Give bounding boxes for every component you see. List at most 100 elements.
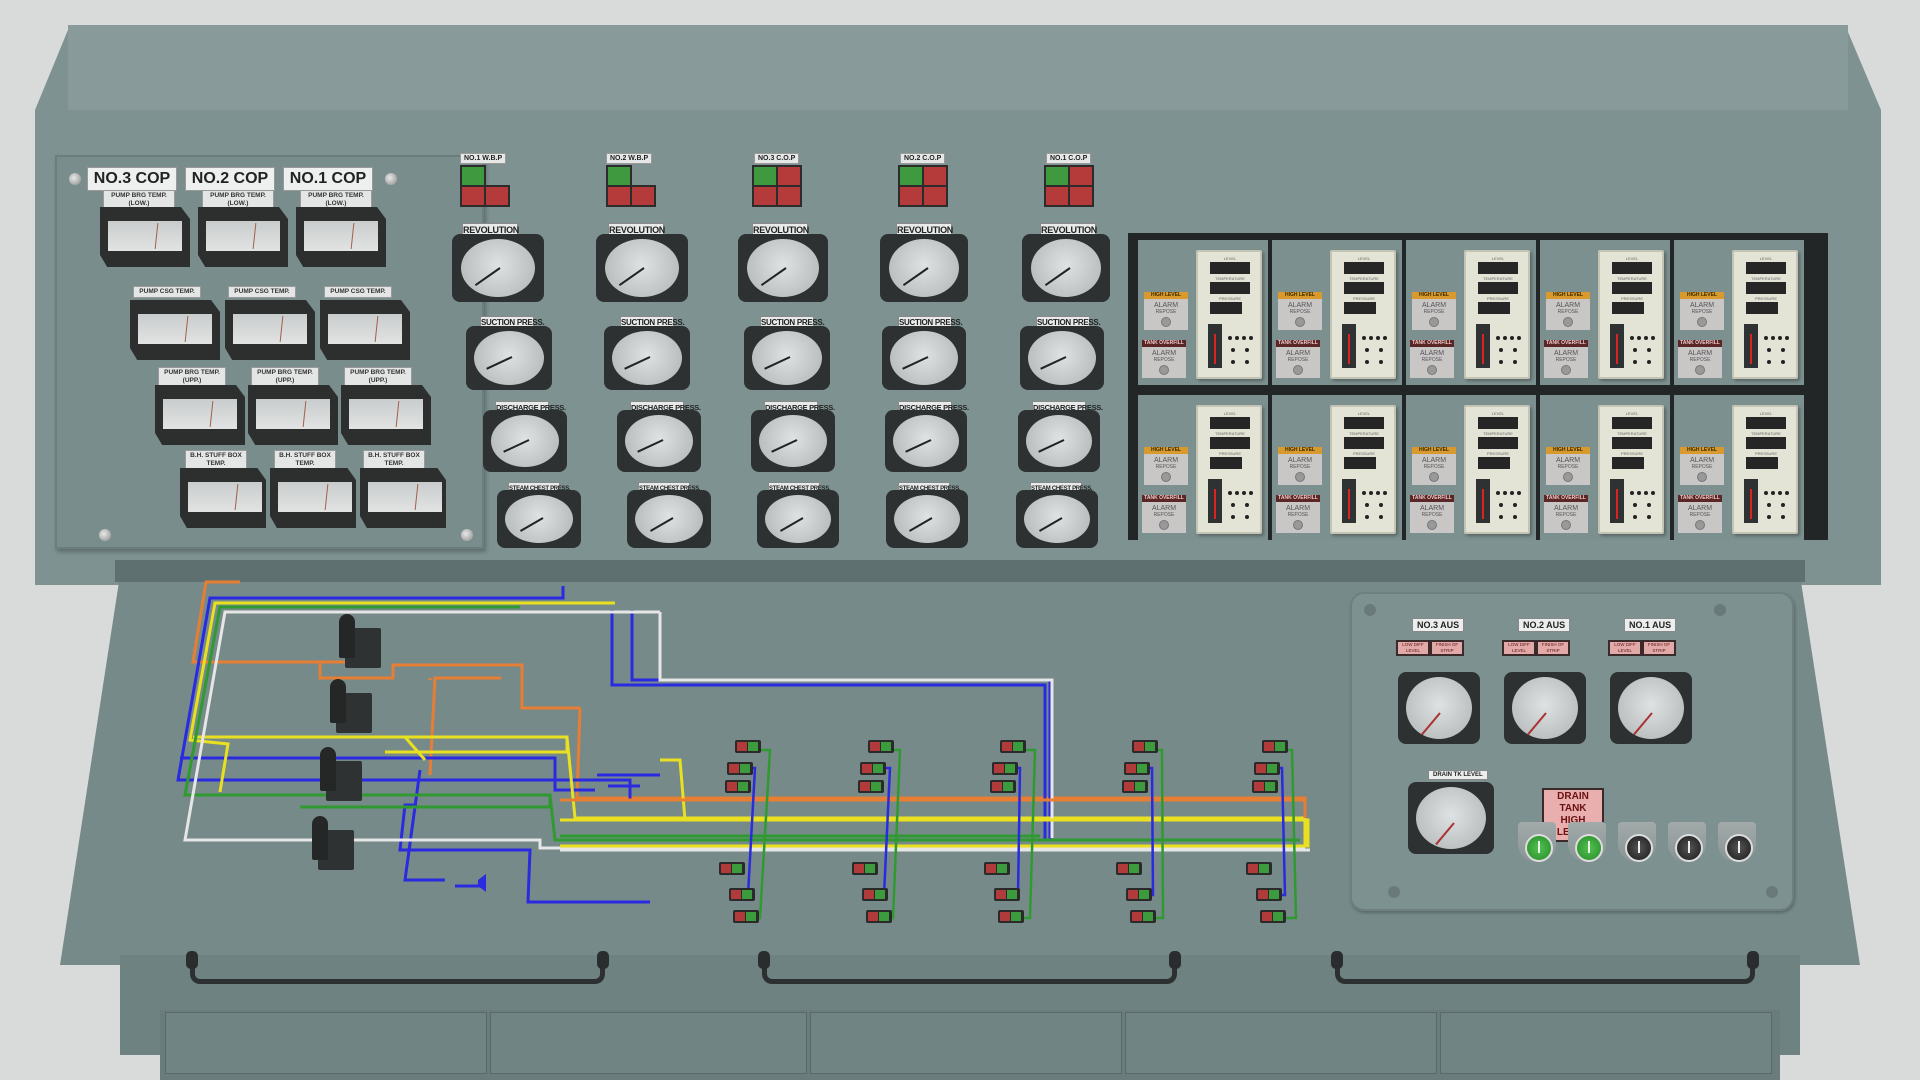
tank-level-display: LEVEL TEMPERATURE PRESSURE: [1464, 405, 1530, 534]
start-stop-switch[interactable]: [868, 740, 894, 753]
start-stop-switch[interactable]: [733, 910, 759, 923]
start-stop-switch[interactable]: [1132, 740, 1158, 753]
start-stop-switch[interactable]: [1256, 888, 1282, 901]
tank-monitor-cell: HIGH LEVEL ALARM REPOSE TANK OVERFILL AL…: [1406, 240, 1536, 385]
edgewise-temp-meter: [130, 300, 220, 360]
start-stop-switch[interactable]: [994, 888, 1020, 901]
repose-knob[interactable]: [1161, 317, 1171, 327]
alarm-lamp[interactable]: [776, 185, 802, 207]
alarm-lamp[interactable]: [630, 185, 656, 207]
level-bargraph: [1342, 479, 1356, 523]
start-stop-switch[interactable]: [998, 910, 1024, 923]
repose-knob[interactable]: [1561, 520, 1571, 530]
tank-overfill-alarm-card: TANK OVERFILL ALARM REPOSE: [1142, 340, 1186, 378]
tank-monitor-cell: HIGH LEVEL ALARM REPOSE TANK OVERFILL AL…: [1138, 395, 1268, 540]
start-stop-switch[interactable]: [1262, 740, 1288, 753]
repose-knob[interactable]: [1293, 520, 1303, 530]
start-stop-switch[interactable]: [1000, 740, 1026, 753]
start-stop-switch[interactable]: [1260, 910, 1286, 923]
repose-knob[interactable]: [1695, 520, 1705, 530]
start-stop-switch[interactable]: [727, 762, 753, 775]
black-pushbutton[interactable]: [1725, 834, 1753, 862]
level-readout: [1746, 262, 1786, 274]
start-stop-switch[interactable]: [729, 888, 755, 901]
start-stop-switch[interactable]: [862, 888, 888, 901]
start-stop-switch[interactable]: [1116, 862, 1142, 875]
pushbutton-hood: [1568, 822, 1606, 862]
green-pushbutton[interactable]: [1525, 834, 1553, 862]
repose-knob[interactable]: [1295, 317, 1305, 327]
repose-knob[interactable]: [1695, 365, 1705, 375]
start-stop-switch[interactable]: [866, 910, 892, 923]
pump-control-joystick-2[interactable]: [330, 679, 372, 733]
high-level-alarm-card: HIGH LEVEL ALARM REPOSE: [1412, 292, 1456, 330]
alarm-lamp[interactable]: [922, 185, 948, 207]
pressure-readout: [1612, 457, 1644, 469]
screw-icon: [69, 173, 81, 185]
repose-knob[interactable]: [1295, 472, 1305, 482]
tank-overfill-alarm-card: TANK OVERFILL ALARM REPOSE: [1276, 340, 1320, 378]
start-stop-switch[interactable]: [1122, 780, 1148, 793]
pressure-readout: [1210, 302, 1242, 314]
lower-door-3[interactable]: [810, 1012, 1122, 1074]
start-stop-switch[interactable]: [858, 780, 884, 793]
start-stop-switch[interactable]: [990, 780, 1016, 793]
cop-title-no1: NO.1 COP: [283, 167, 373, 191]
repose-knob[interactable]: [1293, 365, 1303, 375]
screw-icon: [1766, 886, 1778, 898]
repose-knob[interactable]: [1427, 520, 1437, 530]
repose-knob[interactable]: [1159, 520, 1169, 530]
repose-knob[interactable]: [1429, 472, 1439, 482]
start-stop-switch[interactable]: [984, 862, 1010, 875]
repose-knob[interactable]: [1563, 317, 1573, 327]
drawer-handle-left[interactable]: [186, 951, 609, 984]
start-stop-switch[interactable]: [1126, 888, 1152, 901]
level-readout: [1210, 262, 1250, 274]
repose-knob[interactable]: [1697, 317, 1707, 327]
revolution-gauge: [738, 234, 828, 302]
repose-knob[interactable]: [1697, 472, 1707, 482]
green-pushbutton[interactable]: [1575, 834, 1603, 862]
start-stop-switch[interactable]: [992, 762, 1018, 775]
lower-door-5[interactable]: [1440, 1012, 1772, 1074]
tank-monitor-cell: HIGH LEVEL ALARM REPOSE TANK OVERFILL AL…: [1674, 240, 1804, 385]
repose-knob[interactable]: [1427, 365, 1437, 375]
pump-control-joystick-3[interactable]: [320, 747, 362, 801]
tank-level-display: LEVEL TEMPERATURE PRESSURE: [1732, 405, 1798, 534]
start-stop-switch[interactable]: [852, 862, 878, 875]
lower-door-1[interactable]: [165, 1012, 487, 1074]
start-stop-switch[interactable]: [860, 762, 886, 775]
level-bargraph: [1744, 479, 1758, 523]
pressure-readout: [1344, 302, 1376, 314]
start-stop-switch[interactable]: [735, 740, 761, 753]
start-stop-switch[interactable]: [1246, 862, 1272, 875]
aus-gauge-no3: [1398, 672, 1480, 744]
alarm-lamp[interactable]: [1068, 185, 1094, 207]
lower-door-2[interactable]: [490, 1012, 807, 1074]
start-stop-switch[interactable]: [1254, 762, 1280, 775]
meter-label: PUMP CSG TEMP.: [324, 286, 392, 298]
black-pushbutton[interactable]: [1625, 834, 1653, 862]
start-stop-switch[interactable]: [725, 780, 751, 793]
high-level-alarm-card: HIGH LEVEL ALARM REPOSE: [1680, 292, 1724, 330]
repose-knob[interactable]: [1159, 365, 1169, 375]
repose-knob[interactable]: [1429, 317, 1439, 327]
drawer-handle-right[interactable]: [1331, 951, 1759, 984]
high-level-alarm-card: HIGH LEVEL ALARM REPOSE: [1278, 447, 1322, 485]
repose-knob[interactable]: [1563, 472, 1573, 482]
revolution-gauge: [452, 234, 544, 302]
pump-control-joystick-1[interactable]: [339, 614, 381, 668]
suction-pressure-gauge: [1020, 326, 1104, 390]
start-stop-switch[interactable]: [1130, 910, 1156, 923]
discharge-pressure-gauge: [751, 410, 835, 472]
alarm-lamp[interactable]: [484, 185, 510, 207]
start-stop-switch[interactable]: [1252, 780, 1278, 793]
start-stop-switch[interactable]: [719, 862, 745, 875]
drawer-handle-center[interactable]: [758, 951, 1181, 984]
start-stop-switch[interactable]: [1124, 762, 1150, 775]
repose-knob[interactable]: [1561, 365, 1571, 375]
black-pushbutton[interactable]: [1675, 834, 1703, 862]
lower-door-4[interactable]: [1125, 1012, 1437, 1074]
pump-control-joystick-4[interactable]: [312, 816, 354, 870]
repose-knob[interactable]: [1161, 472, 1171, 482]
